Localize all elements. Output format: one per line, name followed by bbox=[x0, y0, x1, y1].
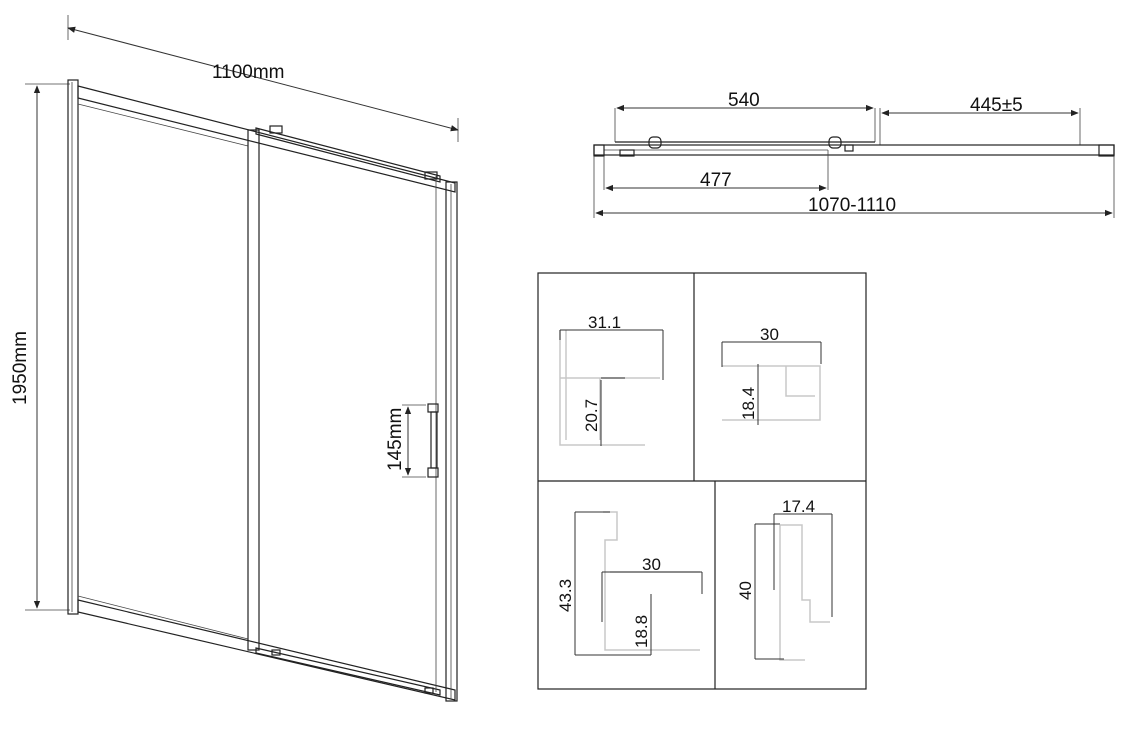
guide-bottom-left bbox=[271, 649, 281, 656]
profile-2-height-label: 18.4 bbox=[739, 387, 758, 420]
guide-bottom-right bbox=[424, 687, 434, 694]
fixed-panel-label: 540 bbox=[728, 90, 760, 111]
profile-4: 17.4 40 bbox=[736, 497, 833, 661]
roller-left bbox=[648, 136, 662, 149]
opening-label: 445±5 bbox=[970, 95, 1023, 116]
profile-4-width-label: 17.4 bbox=[782, 497, 815, 516]
roller-right bbox=[828, 136, 842, 149]
handle-label: 145mm bbox=[385, 408, 406, 471]
front-view: 1100mm 1950mm bbox=[10, 15, 459, 702]
width-dimension-line bbox=[67, 26, 459, 132]
profile-3-width-label: 30 bbox=[642, 555, 661, 574]
profile-2-width-label: 30 bbox=[760, 325, 779, 344]
door-handle bbox=[427, 403, 439, 478]
profile-4-height-label: 40 bbox=[736, 581, 755, 600]
profile-3-height-label: 18.8 bbox=[632, 615, 651, 648]
left-wall-profile bbox=[67, 79, 79, 615]
door-divider-profile bbox=[247, 129, 260, 651]
profile-sections: 31.1 20.7 30 18.4 43.3 30 1 bbox=[537, 272, 867, 690]
height-label: 1950mm bbox=[10, 331, 31, 405]
profile-1: 31.1 20.7 bbox=[559, 313, 664, 446]
sliding-door-bottom-rail bbox=[255, 647, 441, 696]
roller-top-right bbox=[424, 171, 438, 180]
top-rail bbox=[77, 85, 456, 193]
profile-3-total-height-label: 43.3 bbox=[556, 579, 575, 612]
sliding-door-top-rail bbox=[255, 127, 441, 183]
width-label: 1100mm bbox=[212, 62, 285, 83]
plan-view: 540 445±5 477 1070-1110 bbox=[593, 90, 1115, 218]
roller-top-left bbox=[269, 125, 283, 134]
total-range-label: 1070-1110 bbox=[808, 195, 896, 216]
profile-3: 43.3 30 18.8 bbox=[556, 511, 703, 656]
right-wall-profile bbox=[445, 181, 458, 702]
profile-1-width-label: 31.1 bbox=[588, 313, 621, 332]
profile-2: 30 18.4 bbox=[721, 325, 822, 425]
bottom-rail bbox=[77, 599, 456, 701]
profile-1-height-label: 20.7 bbox=[582, 399, 601, 432]
overlap-label: 477 bbox=[700, 170, 732, 191]
